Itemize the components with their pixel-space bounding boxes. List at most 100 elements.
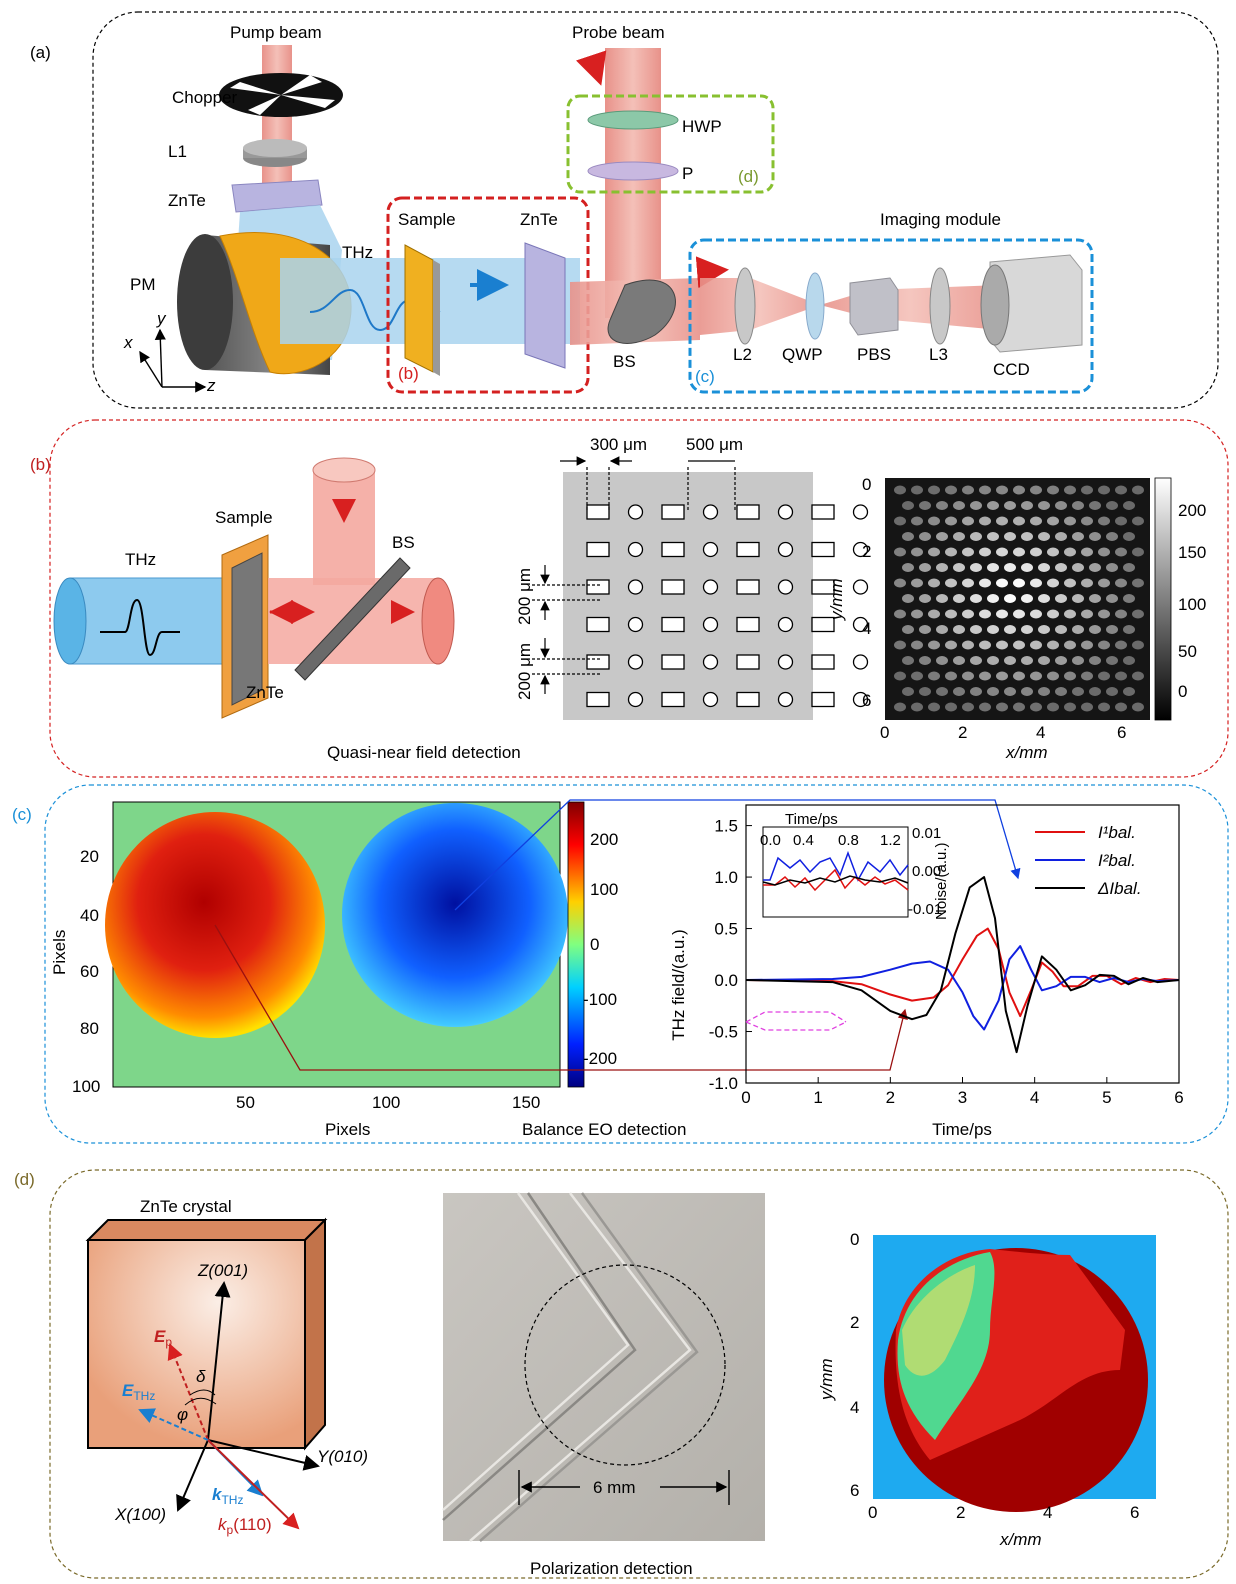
thz-image-spot bbox=[1047, 702, 1059, 712]
hwp-label: HWP bbox=[682, 117, 722, 136]
pattern-rect bbox=[586, 541, 610, 558]
thz-image-spot bbox=[1064, 671, 1076, 681]
thz-image-spot bbox=[1047, 516, 1059, 526]
thz-image-spot bbox=[1072, 563, 1084, 572]
thz-image-spot bbox=[970, 687, 982, 696]
axis-x-label: x bbox=[123, 333, 133, 352]
probe-beam bbox=[605, 48, 661, 318]
panel-a-label: (a) bbox=[30, 43, 51, 62]
pattern-rect bbox=[586, 691, 610, 708]
thz-image-spot bbox=[1098, 702, 1110, 712]
thz-image-spot bbox=[953, 563, 965, 572]
thz-image-spot bbox=[1064, 547, 1076, 557]
legend-entry: ΔIbal. bbox=[1097, 879, 1142, 898]
ccd-label: CCD bbox=[993, 360, 1030, 379]
c-inset bbox=[745, 826, 909, 1031]
c-chart-xtick: 0 bbox=[741, 1088, 750, 1107]
thz-image-spot bbox=[979, 640, 991, 650]
thz-image-spot bbox=[996, 671, 1008, 681]
thz-image-spot bbox=[1132, 609, 1144, 619]
thz-image-spot bbox=[1038, 532, 1050, 541]
c-chart-ytick: 1.5 bbox=[714, 817, 738, 836]
thz-image-spot bbox=[1047, 547, 1059, 557]
thz-image-spot bbox=[996, 640, 1008, 650]
thz-image-spot bbox=[919, 501, 931, 510]
panel-b-label: (b) bbox=[30, 455, 51, 474]
b-xtick: 0 bbox=[880, 723, 889, 742]
thz-image-spot bbox=[1055, 687, 1067, 696]
thz-image-spot bbox=[1106, 625, 1118, 634]
thz-image-spot bbox=[1115, 702, 1127, 712]
dim-200b-label: 200 μm bbox=[515, 643, 534, 700]
pattern-circle bbox=[702, 579, 719, 595]
thz-image-spot bbox=[970, 656, 982, 665]
thz-image-spot bbox=[911, 516, 923, 526]
thz-image-spot bbox=[1004, 563, 1016, 572]
b-znte-label: ZnTe bbox=[246, 683, 284, 702]
thz-image-spot bbox=[911, 671, 923, 681]
pattern-circle bbox=[852, 504, 869, 520]
thz-image-spot bbox=[1115, 578, 1127, 588]
thz-image-spot bbox=[928, 609, 940, 619]
thz-image-spot bbox=[1123, 532, 1135, 541]
thz-image-spot bbox=[979, 671, 991, 681]
pbs-cube-icon bbox=[849, 277, 899, 336]
thz-image-spot bbox=[1004, 687, 1016, 696]
thz-image-spot bbox=[1072, 532, 1084, 541]
l3-lens-icon bbox=[929, 267, 951, 345]
thz-image-spot bbox=[911, 578, 923, 588]
thz-image-spot bbox=[1030, 702, 1042, 712]
thz-image-spot bbox=[936, 625, 948, 634]
pattern-rect bbox=[661, 504, 685, 520]
c-cbar-tick: 0 bbox=[590, 935, 599, 954]
thz-image-spot bbox=[979, 578, 991, 588]
panel-d-frame bbox=[49, 1169, 1229, 1579]
thz-image-spot bbox=[1081, 702, 1093, 712]
x-axis-label: X(100) bbox=[114, 1505, 166, 1524]
thz-image-spot bbox=[1098, 671, 1110, 681]
crystal-axes bbox=[138, 1281, 320, 1530]
c-cbar-tick: -100 bbox=[583, 990, 617, 1009]
pattern-circle bbox=[702, 541, 719, 558]
thz-image-spot bbox=[1072, 594, 1084, 603]
thz-image-spot bbox=[953, 594, 965, 603]
thz-image-spot bbox=[945, 578, 957, 588]
pattern-rect bbox=[811, 691, 835, 708]
pattern-rect bbox=[811, 579, 835, 595]
thz-image-spot bbox=[1064, 609, 1076, 619]
thz-image-spot bbox=[1004, 594, 1016, 603]
thz-image-spot bbox=[1021, 625, 1033, 634]
imaging-module-label: Imaging module bbox=[880, 210, 1001, 229]
thz-image-spot bbox=[1038, 656, 1050, 665]
c-chart-legend: I¹bal. I²bal. ΔIbal. bbox=[1035, 823, 1142, 898]
kthz-label: kTHz bbox=[212, 1485, 243, 1507]
thz-image-spot bbox=[936, 594, 948, 603]
thz-image-spot bbox=[1098, 578, 1110, 588]
sample-label: Sample bbox=[398, 210, 456, 229]
l2-lens-icon bbox=[734, 267, 756, 345]
c-blue-spot bbox=[342, 803, 568, 1027]
thz-image-spot bbox=[1123, 563, 1135, 572]
c-chart-ytick: -1.0 bbox=[709, 1074, 738, 1093]
thz-image-spot bbox=[1106, 594, 1118, 603]
thz-image-spot bbox=[979, 547, 991, 557]
c-chart-ylabel: THz field/(a.u.) bbox=[669, 929, 688, 1040]
inset-ylabel: Noise/(a.u.) bbox=[933, 842, 950, 920]
thz-image-spot bbox=[1098, 547, 1110, 557]
pattern-rect bbox=[586, 654, 610, 670]
thz-image-spot bbox=[1081, 485, 1093, 495]
thz-image-spot bbox=[1098, 516, 1110, 526]
panel-c-label: (c) bbox=[12, 805, 32, 824]
thz-image-spot bbox=[894, 702, 906, 712]
pattern-rect bbox=[736, 616, 760, 633]
thz-image-spot bbox=[962, 578, 974, 588]
thz-image-spot bbox=[902, 687, 914, 696]
c-chart-xtick: 4 bbox=[1030, 1088, 1039, 1107]
thz-image-spot bbox=[1055, 656, 1067, 665]
thz-image-spot bbox=[919, 594, 931, 603]
d-xtick: 0 bbox=[868, 1503, 877, 1522]
thz-image-spot bbox=[1021, 563, 1033, 572]
thz-image-spot bbox=[928, 578, 940, 588]
thz-image-spot bbox=[987, 501, 999, 510]
